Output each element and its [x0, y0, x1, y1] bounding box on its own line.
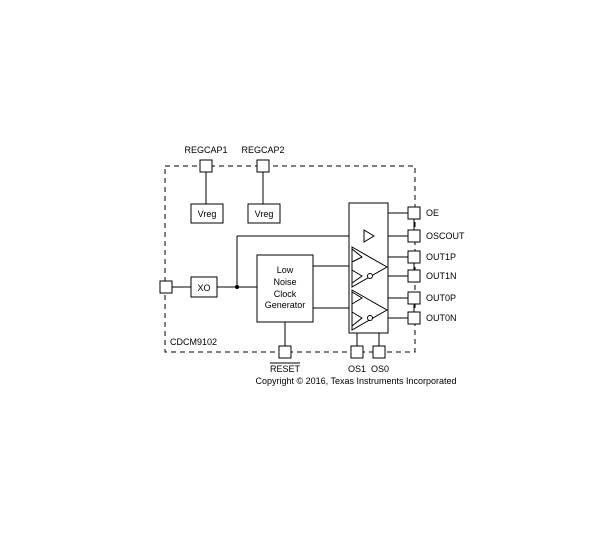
clock-generator-block [256, 254, 314, 323]
pin-out0p [407, 291, 421, 305]
pin-os1 [350, 345, 364, 359]
pin-os1-label: OS1 [348, 364, 366, 374]
out1-diff-buffer-icon [351, 246, 389, 288]
junction-dot [235, 285, 239, 289]
clock-gen-line-4: Generator [265, 300, 306, 310]
pin-regcap2-label: REGCAP2 [241, 145, 284, 155]
pin-regcap1 [199, 159, 213, 173]
pin-out1n [407, 269, 421, 283]
copyright-notice: Copyright © 2016, Texas Instruments Inco… [255, 376, 456, 386]
pin-os0 [372, 345, 386, 359]
vreg2-block [247, 203, 281, 224]
output-buffer-block [348, 202, 389, 334]
vreg1-block [190, 203, 224, 224]
xo-label: XO [197, 283, 210, 293]
pin-out1p [407, 250, 421, 264]
pin-xin [159, 280, 173, 294]
oscout-buffer-icon [363, 229, 375, 243]
pin-os0-label: OS0 [371, 364, 389, 374]
pin-out0n [407, 311, 421, 325]
pin-reset-label: RESET [270, 364, 301, 374]
pin-oe-label: OE [426, 208, 439, 218]
xo-block [190, 276, 218, 298]
pin-regcap1-label: REGCAP1 [184, 145, 227, 155]
pin-out0p-label: OUT0P [426, 293, 456, 303]
pin-out1n-label: OUT1N [426, 271, 457, 281]
out0-diff-buffer-icon [351, 289, 389, 331]
clock-gen-line-2: Noise [273, 277, 296, 287]
clock-gen-line-1: Low [277, 265, 294, 275]
vreg2-label: Vreg [255, 209, 274, 219]
pin-oe [407, 206, 421, 220]
clock-gen-line-3: Clock [274, 289, 297, 299]
pin-out1p-label: OUT1P [426, 252, 456, 262]
pin-regcap2 [256, 159, 270, 173]
pin-reset [278, 345, 292, 359]
pin-oscout-label: OSCOUT [426, 231, 465, 241]
pin-out0n-label: OUT0N [426, 313, 457, 323]
pin-oscout [407, 229, 421, 243]
device-name-label: CDCM9102 [170, 337, 217, 347]
vreg1-label: Vreg [198, 209, 217, 219]
